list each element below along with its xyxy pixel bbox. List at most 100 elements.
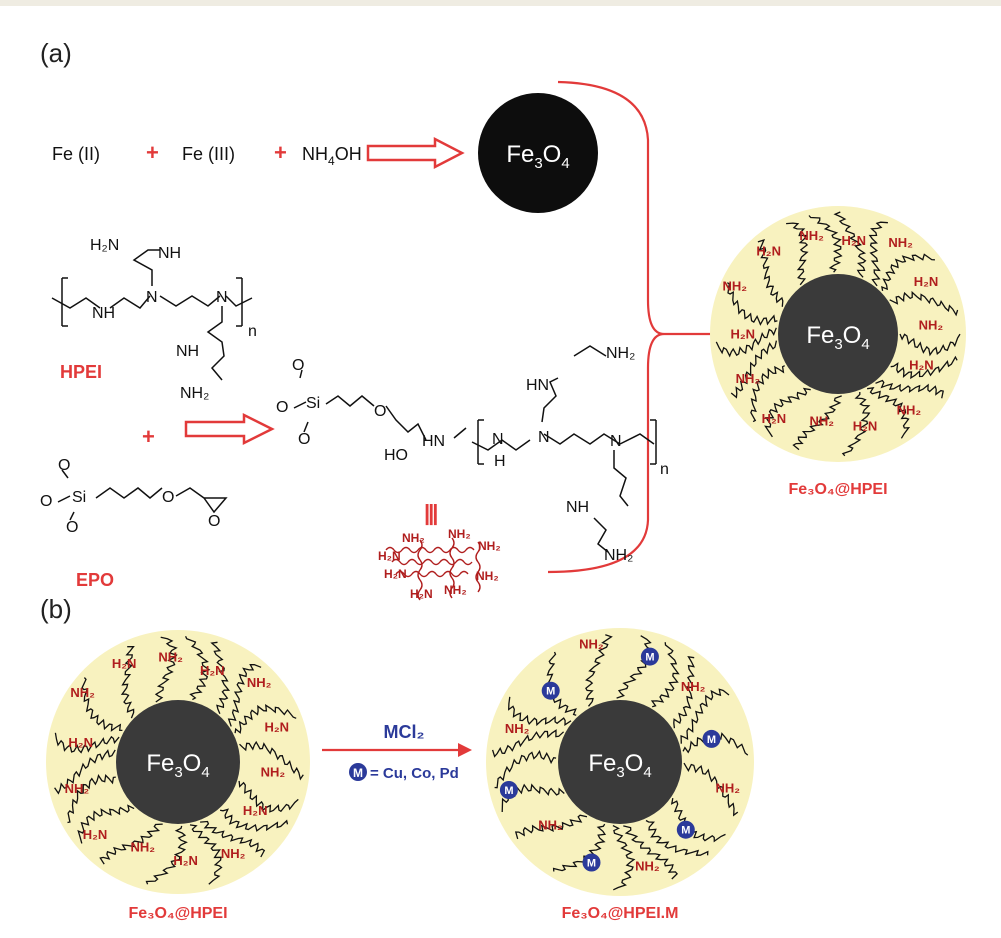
- metal-site-icon: [640, 647, 659, 666]
- particle-b-core: [116, 700, 240, 824]
- polymer-chain: [210, 641, 231, 714]
- product-label-c: Fe₃O₄@HPEI.M: [562, 905, 679, 922]
- metal-site-label: M: [587, 858, 596, 870]
- metal-site-label: M: [681, 825, 690, 837]
- prod-ho: HO: [384, 447, 408, 464]
- polymer-chain: [238, 780, 299, 813]
- polymer-chain: [875, 379, 944, 399]
- polymer-chain: [750, 365, 785, 423]
- prod-o-ether: O: [374, 403, 386, 420]
- metal-legend-icon: [349, 763, 367, 781]
- epo-structure: [57, 469, 228, 521]
- prod-nh-n: N: [492, 431, 504, 448]
- polymer-chain: [680, 688, 730, 744]
- hollow-arrow-2: [184, 412, 275, 446]
- polymer-chain: [683, 762, 739, 817]
- panel-a-label: (a): [40, 38, 72, 68]
- amine-label: H₂N: [914, 274, 939, 289]
- cartoon-h2n-3: H₂N: [410, 587, 433, 601]
- polymer-chain: [508, 696, 572, 727]
- amine-label: H₂N: [83, 827, 108, 842]
- hpei-sub-n: n: [248, 323, 257, 340]
- polymer-chain: [792, 395, 842, 451]
- particle-a-core-label: Fe3O4: [806, 322, 869, 353]
- polymer-chain: [219, 808, 289, 832]
- fe3-label: Fe (III): [182, 144, 235, 164]
- metal-site-icon: [541, 681, 560, 700]
- polymer-chain: [54, 749, 116, 795]
- amine-label: H₂N: [731, 327, 756, 342]
- amine-label: NH₂: [681, 679, 706, 694]
- polymer-chain: [841, 392, 871, 457]
- polymer-chain: [786, 222, 809, 286]
- polymer-chain: [881, 253, 935, 292]
- hpei-h2n: H₂N: [90, 237, 119, 254]
- particle-c-core-label: Fe3O4: [588, 750, 651, 781]
- polymer-chain: [491, 729, 565, 758]
- amine-label: NH₂: [799, 228, 824, 243]
- hpei-nh-lower: NH: [176, 343, 199, 360]
- polymer-chain: [612, 825, 636, 891]
- prod-nh-lower: NH: [566, 499, 589, 516]
- prod-nh2-bottom: NH₂: [604, 547, 633, 564]
- amine-label: NH₂: [221, 846, 246, 861]
- plus-sign-2: +: [274, 140, 287, 165]
- polymer-chain: [867, 386, 911, 439]
- cartoon-nh2-3: NH₂: [478, 539, 501, 553]
- amine-label: H₂N: [68, 735, 93, 750]
- fe2-label: Fe (II): [52, 144, 100, 164]
- epo-name: EPO: [76, 570, 114, 590]
- hpei-structure: [51, 249, 253, 381]
- amine-label: H₂N: [265, 720, 290, 735]
- product-label-a: Fe₃O₄@HPEI: [788, 481, 887, 498]
- amine-label: H₂N: [842, 233, 867, 248]
- fe3o4-bare-label: Fe3O4: [506, 141, 569, 172]
- amine-label: NH₂: [579, 637, 604, 652]
- epo-o-epoxide: O: [208, 513, 220, 530]
- polymer-chain: [81, 677, 123, 732]
- amine-label: H₂N: [909, 357, 934, 372]
- prod-o-top: O: [292, 357, 304, 374]
- prod-hn-side: HN: [526, 377, 549, 394]
- amine-label: NH₂: [65, 781, 90, 796]
- amine-label: NH₂: [888, 235, 913, 250]
- hpei-nh-main: NH: [92, 305, 115, 322]
- epo-o-ether: O: [162, 489, 174, 506]
- metal-site-icon: [702, 729, 721, 748]
- amine-label: NH₂: [247, 675, 272, 690]
- epo-si: Si: [72, 489, 86, 506]
- polymer-chain: [726, 282, 778, 326]
- polymer-chain: [650, 642, 680, 708]
- amine-label: NH₂: [736, 371, 761, 386]
- amine-label: NH₂: [261, 765, 286, 780]
- polymer-chain: [120, 646, 135, 719]
- polymer-chain: [585, 634, 613, 707]
- prod-sub-n: n: [660, 461, 669, 478]
- polymer-chain: [890, 355, 958, 380]
- particle-c-core: [558, 700, 682, 824]
- amine-label: NH₂: [635, 859, 660, 874]
- particle-c-polymer-chains: [491, 634, 749, 891]
- amine-label: NH₂: [897, 403, 922, 418]
- polymer-chain: [899, 333, 961, 357]
- cartoon-h2n-1: H₂N: [378, 549, 401, 563]
- polymer-chain: [833, 211, 867, 278]
- hpei-name: HPEI: [60, 362, 102, 382]
- polymer-chain: [730, 340, 778, 399]
- prod-si: Si: [306, 395, 320, 412]
- polymer-chain: [189, 824, 223, 885]
- reagent-mcl2: MCl₂: [384, 722, 425, 742]
- cartoon-h2n-2: H₂N: [384, 567, 407, 581]
- particle-a-polymer-chains: [715, 211, 961, 457]
- amine-label: NH₂: [131, 839, 156, 854]
- metal-site-icon: [676, 820, 695, 839]
- metal-site-label: M: [645, 652, 654, 664]
- product-label-b: Fe₃O₄@HPEI: [128, 905, 227, 922]
- particle-b-polymer-chains: [54, 635, 304, 885]
- polymer-chain: [239, 740, 304, 781]
- metal-site-icon: [499, 781, 518, 799]
